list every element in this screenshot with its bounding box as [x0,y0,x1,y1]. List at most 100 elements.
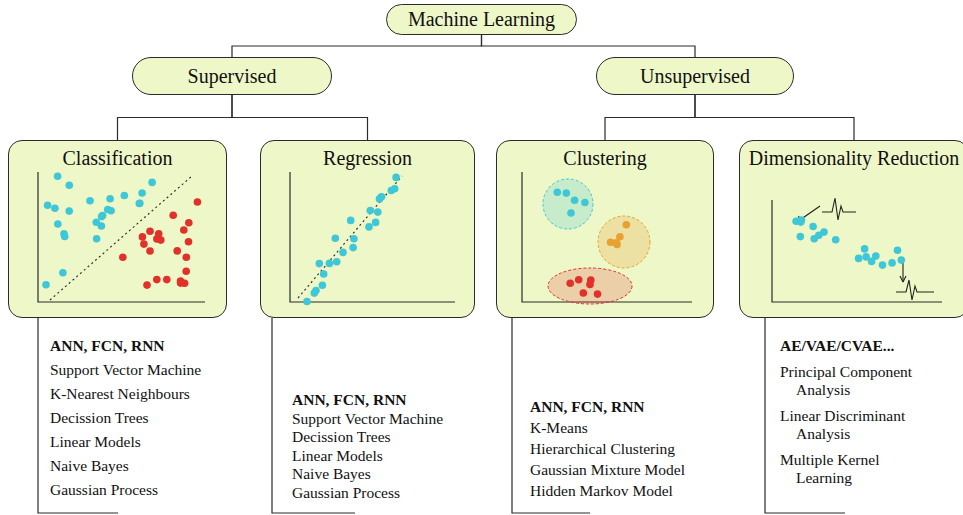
node-title: Regression [323,147,412,170]
waveform-icon [896,280,934,300]
regression-line [298,176,402,298]
data-point [54,172,62,180]
data-point [136,200,144,208]
tree-connector [482,35,696,57]
data-point [879,261,887,269]
node-title: Dimensionality Reduction [749,147,960,170]
method-name: Decission Trees [292,428,443,447]
data-point [121,192,129,200]
data-point [613,241,621,249]
data-point [183,253,191,261]
data-point [86,197,94,205]
method-list: AE/VAE/CVAE... Principal Component Analys… [780,337,930,487]
data-point [163,276,171,284]
data-point [372,219,380,227]
data-point [303,298,311,306]
data-point [333,258,341,266]
data-point [862,253,870,261]
data-point [898,256,906,264]
data-point [316,260,324,268]
category-pill: Unsupervised [596,57,794,95]
data-point [566,280,574,288]
data-point [119,253,127,261]
signal-icons [797,198,934,300]
list-bracket [765,318,845,513]
data-point [623,221,631,229]
waveform-icon [822,198,856,220]
list-bracket [512,318,590,513]
data-point [93,235,101,243]
data-point [54,220,62,228]
data-point [104,206,112,214]
data-point [815,232,823,240]
data-point [173,247,181,255]
data-point [571,197,579,205]
method-name: Naive Bayes [50,454,201,478]
method-name: Gaussian Process [292,484,443,503]
data-points [42,172,905,305]
data-point [567,209,575,217]
method-list: ANN, FCN, RNNSupport Vector MachineK-Nea… [50,334,201,502]
pointer-arrow [902,262,903,282]
method-name: AE/VAE/CVAE... [780,337,930,355]
data-point [798,216,806,224]
data-point [106,195,114,203]
method-name: K-Means [530,417,685,438]
data-point [392,174,400,182]
data-point [391,185,399,193]
arrow-head [900,276,906,282]
data-point [378,193,386,201]
cluster-region [548,268,632,304]
category-pill: Machine Learning [386,4,577,35]
method-name: Principal Component Analysis [780,363,930,399]
task-box: Classification [8,140,227,318]
data-point [180,226,188,234]
data-point [136,200,144,208]
node-title: Machine Learning [408,8,555,31]
method-name: Decission Trees [50,406,201,430]
data-point [365,223,373,231]
data-point [93,218,101,226]
data-point [349,244,357,252]
tree-connector [605,95,695,140]
data-point [894,246,902,254]
plot-axes [38,172,942,302]
list-bracket [38,318,118,513]
method-name: Linear Discriminant Analysis [780,407,930,443]
list-brackets [38,318,845,513]
data-point [153,276,161,284]
data-point [347,217,355,225]
data-point [855,255,863,263]
data-point [177,279,185,287]
data-point [44,202,52,210]
data-point [143,281,151,289]
cluster-region [543,179,593,229]
tree-connector [118,95,233,140]
method-name: K-Nearest Neighbours [50,382,201,406]
data-point [99,212,107,220]
method-list: ANN, FCN, RNNK-MeansHierarchical Cluster… [530,396,685,501]
category-pill: Supervised [132,57,332,95]
tree-connector [695,95,854,140]
plot-axis [772,200,942,302]
data-point [319,282,327,290]
plot-axis [290,172,455,302]
data-point [580,289,588,297]
data-point [861,245,869,253]
data-point [367,207,375,215]
node-title: Clustering [563,147,646,170]
data-point [563,189,571,197]
data-point [66,181,74,189]
method-name: Support Vector Machine [50,358,201,382]
data-point [59,269,67,277]
data-point [185,219,193,227]
data-point [146,227,154,235]
data-point [185,238,193,246]
cluster-region [598,216,650,268]
data-point [65,207,73,215]
data-point [139,233,147,241]
method-name: Hierarchical Clustering [530,438,685,459]
tree-connector [232,35,482,57]
node-title: Classification [63,147,173,170]
data-point [594,290,602,298]
